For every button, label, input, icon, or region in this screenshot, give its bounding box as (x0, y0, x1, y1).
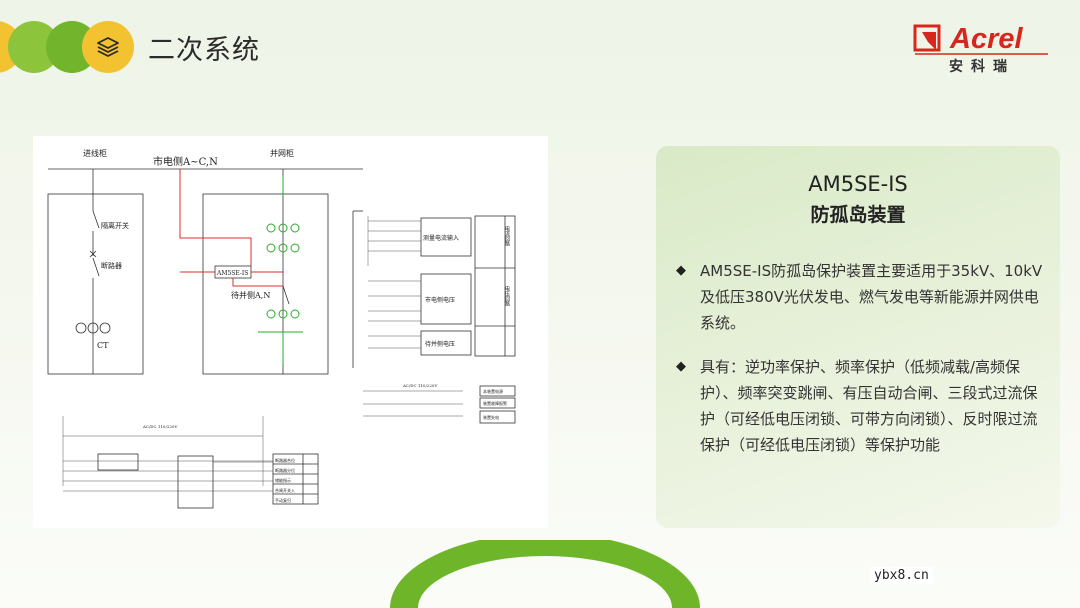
product-model: AM5SE-IS (808, 172, 908, 196)
decorative-arc (390, 540, 700, 608)
diagram-label-current-input: 测量电流输入 (423, 234, 459, 242)
diagram-label-current-loop: 电流回路 (504, 225, 510, 247)
diagram-label-manual-reset: 手动复归 (275, 497, 291, 503)
diagram-label-cabinet-grid: 并网柜 (270, 148, 294, 158)
diagram-label-grid-voltage: 市电侧电压 (425, 296, 455, 304)
diagram-label-pending-voltage: 待并侧电压 (425, 340, 455, 348)
product-name: 防孤岛装置 (810, 204, 906, 226)
page-title: 二次系统 (148, 35, 260, 66)
logo-cn-name: 安科瑞 (949, 59, 1015, 75)
diagram-label-power-supply: AC/DC 110/220V (402, 383, 437, 388)
diagram-label-voltage-loop: 电压回路 (504, 285, 510, 307)
diagram-label-device: AM5SE-IS (216, 270, 248, 277)
diagram-label-breaker-open: 断路器分位 (275, 467, 295, 473)
diagram-label-breaker: 断路器 (101, 261, 122, 270)
diagram-label-breaker-closed: 断路器合位 (275, 457, 295, 463)
diagram-label-cabinet-in: 进线柜 (83, 148, 107, 158)
decorative-circles (0, 21, 134, 73)
diagram-label-isolator: 隔离开关 (101, 221, 129, 230)
diagram-label-close-switch: 合闸开关入 (275, 487, 295, 493)
diagram-label-grid-side: 待并侧A,N (231, 290, 270, 300)
diagram-label-power-loss: 装置失电 (483, 414, 499, 420)
diagram-label-power-supply-2: AC/DC 110/220V (142, 424, 177, 429)
diagram-label-ct: CT (97, 341, 109, 350)
diagram-label-self-power: 本装置电源 (483, 388, 503, 394)
logo-brand: Acrel (949, 23, 1023, 55)
diagram-label-bus: 市电侧A~C,N (153, 155, 218, 168)
feature-bullet-functions: ◆ 具有：逆功率保护、频率保护（低频减载/高频保护）、频率突变跳闸、有压自动合闸… (676, 354, 1050, 458)
diagram-label-energy-storage: 储能指示 (275, 477, 291, 483)
feature-bullet-application: ◆ AM5SE-IS防孤岛保护装置主要适用于35kV、10kV及低压380V光伏… (676, 258, 1050, 336)
acrel-logo: Acrel (913, 23, 1048, 55)
diamond-bullet-icon: ◆ (676, 263, 686, 278)
bullet-text: 具有：逆功率保护、频率保护（低频减载/高频保护）、频率突变跳闸、有压自动合闸、三… (700, 358, 1038, 454)
watermark-text: ybx8.cn (870, 567, 933, 584)
wiring-diagram: 进线柜 并网柜 市电侧A~C,N 隔离开关 断路器 CT AM5SE-IS 待并… (33, 136, 548, 528)
layers-icon (97, 37, 119, 57)
diagram-label-fault-alarm: 装置故障报警 (483, 400, 507, 406)
bullet-text: AM5SE-IS防孤岛保护装置主要适用于35kV、10kV及低压380V光伏发电… (700, 262, 1043, 332)
product-info-card: AM5SE-IS 防孤岛装置 ◆ AM5SE-IS防孤岛保护装置主要适用于35k… (656, 146, 1060, 528)
diamond-bullet-icon: ◆ (676, 359, 686, 374)
